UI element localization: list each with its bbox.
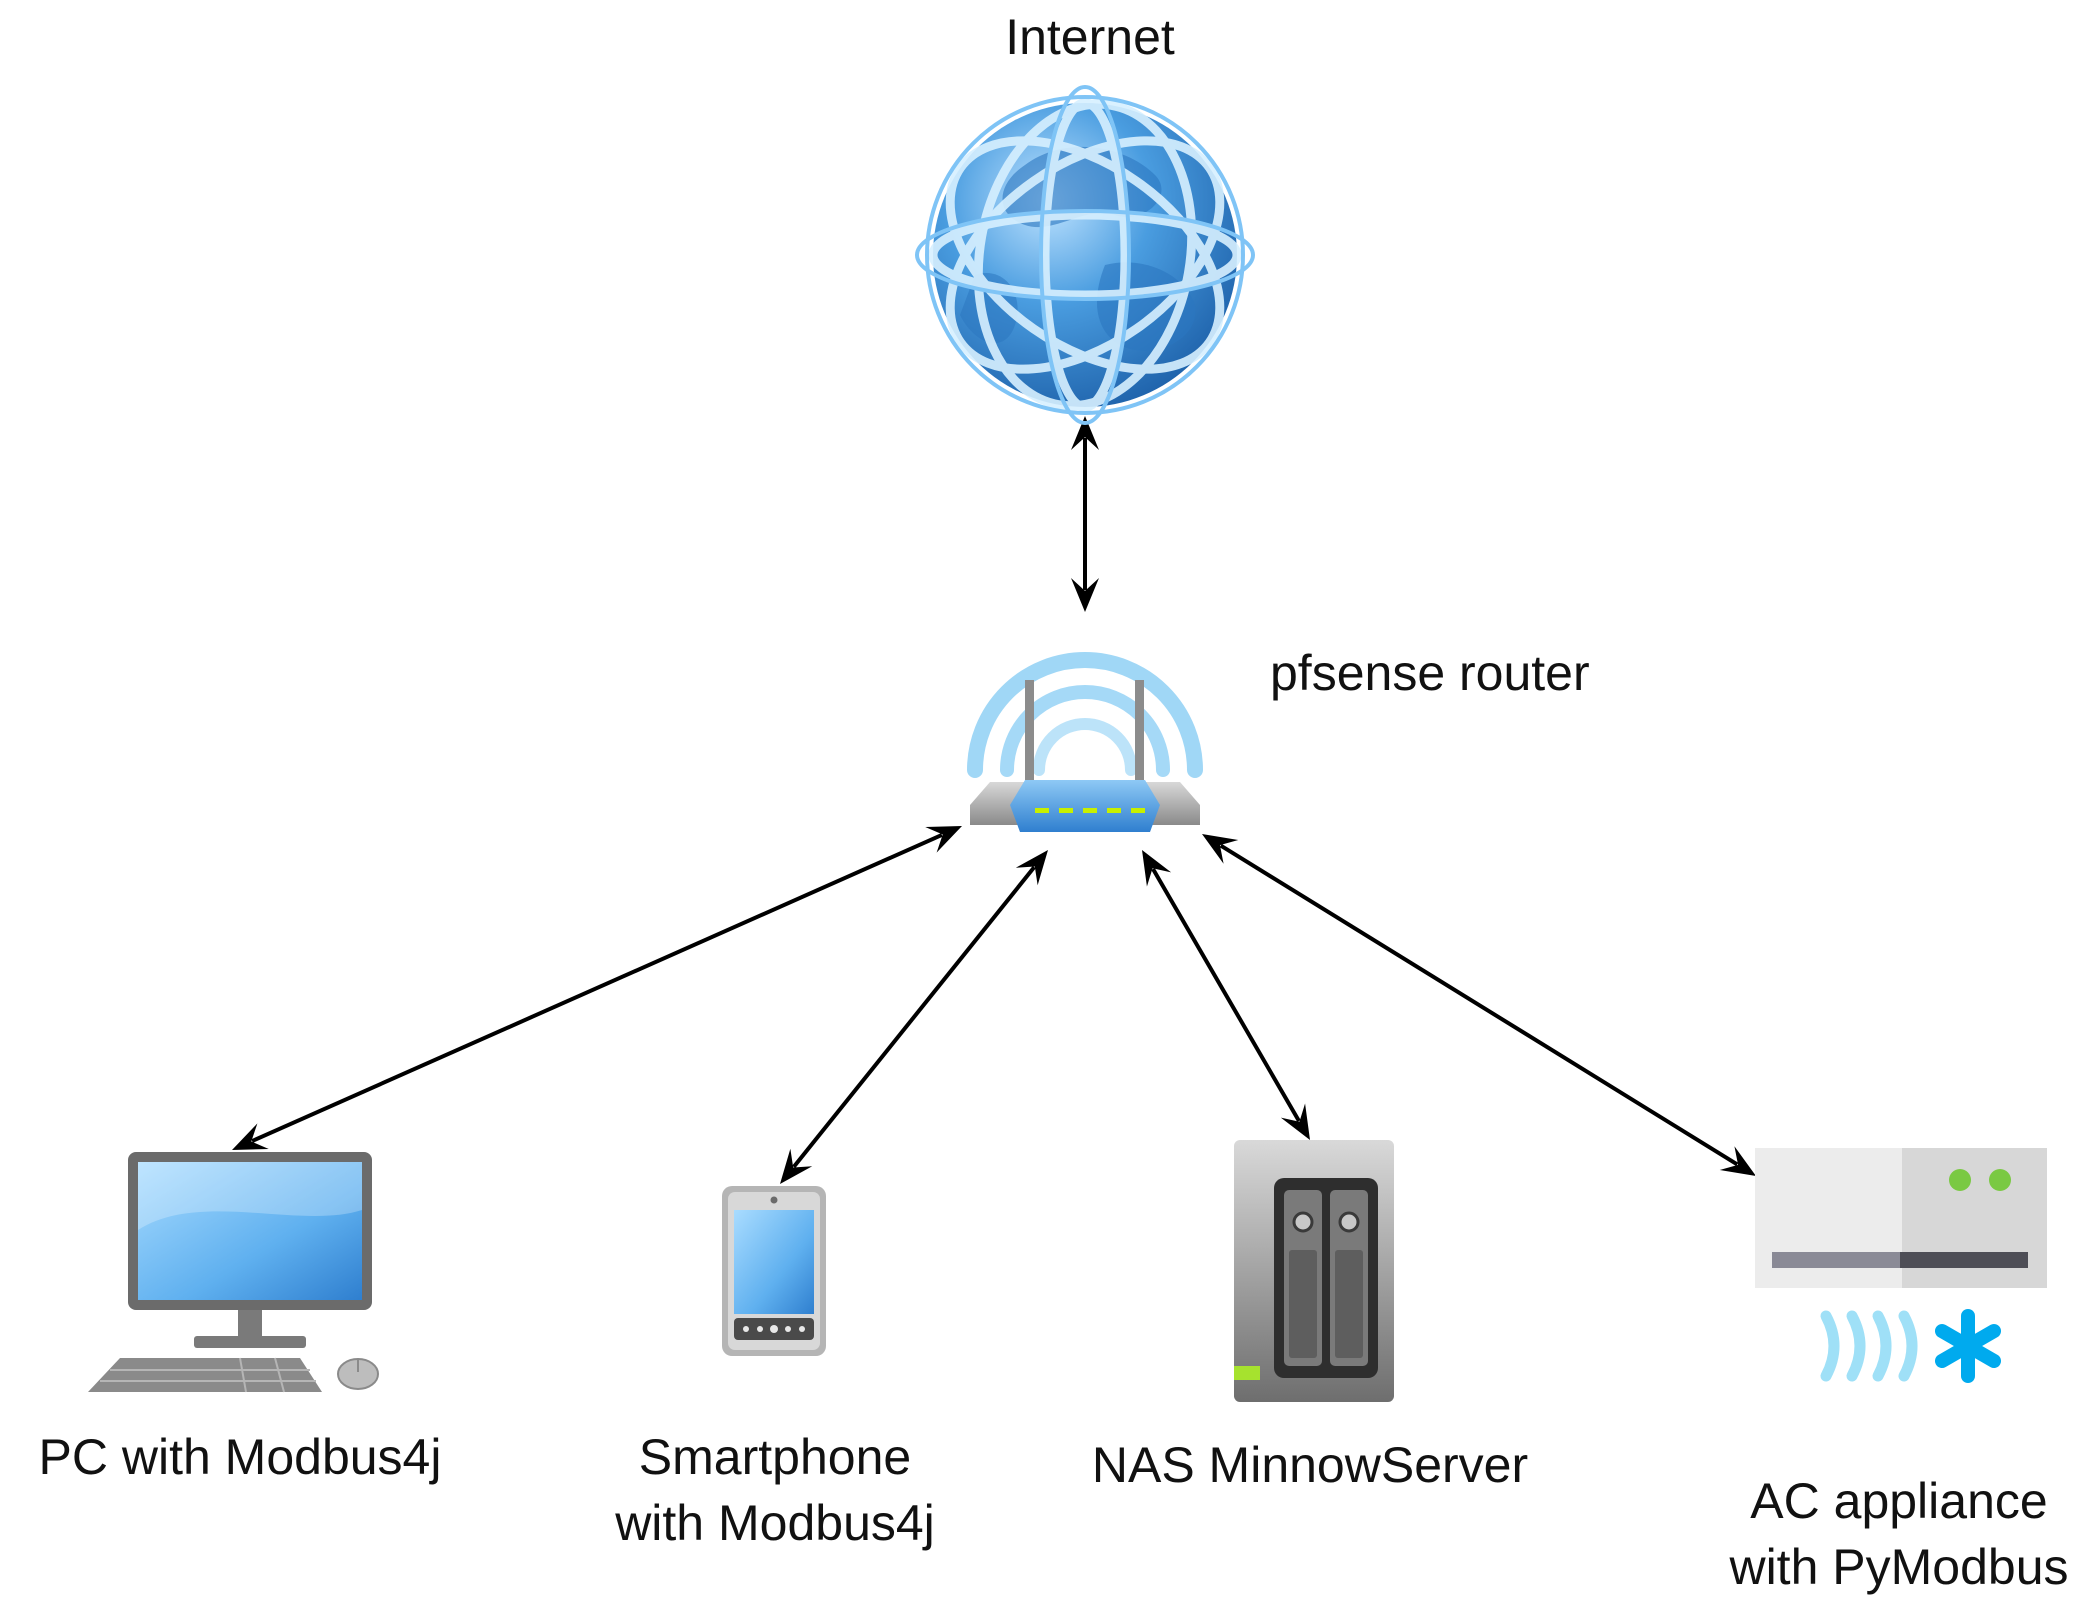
connector-router-nas: [1142, 850, 1310, 1140]
label-pc: PC with Modbus4j: [0, 1424, 480, 1490]
label-ac: AC appliance with PyModbus: [1700, 1468, 2098, 1600]
nas-server-icon: [1234, 1140, 1394, 1402]
connector-router-pc: [232, 826, 962, 1150]
label-nas-text: NAS MinnowServer: [1091, 1437, 1529, 1493]
label-router-text: pfsense router: [1270, 645, 1590, 701]
label-pc-text: PC with Modbus4j: [38, 1429, 442, 1485]
label-smartphone-line1: Smartphone: [638, 1429, 912, 1485]
desktop-pc-icon: [88, 1152, 379, 1393]
label-ac-line2: with PyModbus: [1729, 1539, 2069, 1595]
connector-router-ac: [1202, 834, 1756, 1176]
connector-router-smartphone: [780, 850, 1048, 1184]
label-nas: NAS MinnowServer: [1060, 1432, 1560, 1498]
ac-unit-icon: [1755, 1148, 2047, 1383]
label-internet: Internet: [950, 4, 1230, 70]
label-smartphone-line2: with Modbus4j: [615, 1495, 935, 1551]
label-internet-text: Internet: [1005, 9, 1175, 65]
label-router: pfsense router: [1270, 640, 1650, 706]
connector-internet-router: [1071, 416, 1099, 612]
label-ac-line1: AC appliance: [1750, 1473, 2048, 1529]
smartphone-icon: [722, 1186, 826, 1356]
router-icon: [967, 652, 1203, 832]
connections-layer: [232, 416, 1756, 1184]
label-smartphone: Smartphone with Modbus4j: [575, 1424, 975, 1556]
globe-icon: [915, 85, 1255, 425]
